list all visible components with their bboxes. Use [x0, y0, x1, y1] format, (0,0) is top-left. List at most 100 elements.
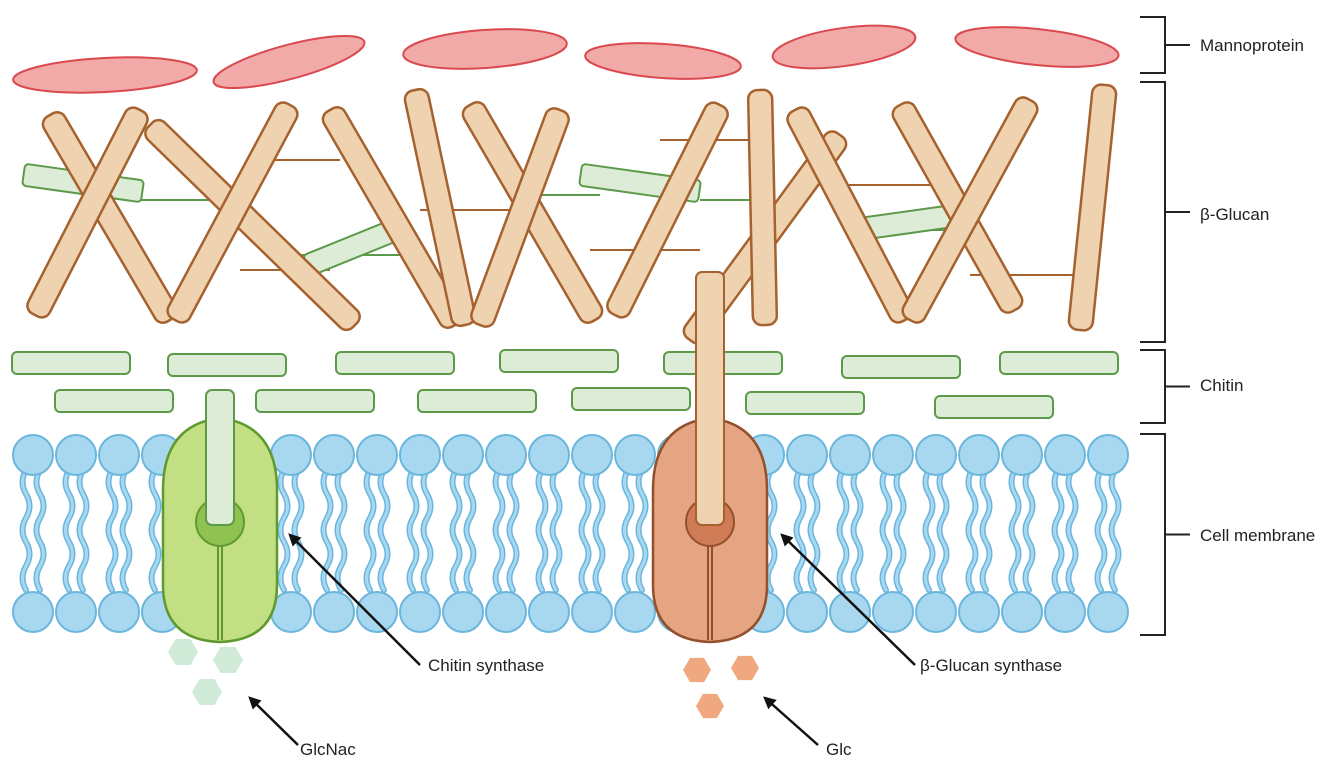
lipid-head-top — [959, 435, 999, 475]
phospholipid-pair — [56, 435, 96, 632]
lipid-head-bottom — [615, 592, 655, 632]
lipid-head-top — [787, 435, 827, 475]
chitin-bar — [572, 388, 690, 410]
label-beta-glucan-synthase: β-Glucan synthase — [920, 656, 1062, 675]
glcnac-monomer — [213, 647, 243, 673]
phospholipid-pair — [314, 435, 354, 632]
lipid-head-bottom — [443, 592, 483, 632]
lipid-head-top — [1002, 435, 1042, 475]
lipid-head-top — [830, 435, 870, 475]
lipid-head-bottom — [916, 592, 956, 632]
lipid-head-top — [314, 435, 354, 475]
phospholipid-pair — [443, 435, 483, 632]
phospholipid-pair — [529, 435, 569, 632]
lipid-head-bottom — [357, 592, 397, 632]
lipid-head-top — [271, 435, 311, 475]
lipid-head-bottom — [56, 592, 96, 632]
phospholipid-pair — [400, 435, 440, 632]
lipid-head-bottom — [529, 592, 569, 632]
glucan-synthase — [653, 272, 767, 642]
mannoprotein — [12, 53, 198, 97]
chitin-bar — [500, 350, 618, 372]
chitin-bar — [336, 352, 454, 374]
phospholipid-pair — [1002, 435, 1042, 632]
chitin-bar — [935, 396, 1053, 418]
lipid-head-top — [13, 435, 53, 475]
lipid-head-top — [1045, 435, 1085, 475]
lipid-head-bottom — [1045, 592, 1085, 632]
lipid-head-top — [572, 435, 612, 475]
glucan-synthase-product-strand — [696, 272, 724, 525]
label-beta-glucan: β-Glucan — [1200, 205, 1269, 224]
phospholipid-pair — [916, 435, 956, 632]
lipid-head-bottom — [99, 592, 139, 632]
lipid-head-bottom — [873, 592, 913, 632]
glucan-fibre — [24, 105, 150, 321]
phospholipid-pair — [1045, 435, 1085, 632]
lipid-head-bottom — [400, 592, 440, 632]
glcnac-monomer — [192, 679, 222, 705]
beta-glucan-layer — [22, 84, 1117, 347]
glcnac-arrow — [250, 698, 298, 745]
phospholipid-pair — [959, 435, 999, 632]
lipid-head-bottom — [314, 592, 354, 632]
bracket-layer — [1140, 17, 1190, 635]
chitin-bar — [1000, 352, 1118, 374]
lipid-head-top — [1088, 435, 1128, 475]
cell-membrane-bracket — [1140, 434, 1190, 635]
chitin-bar — [842, 356, 960, 378]
lipid-head-top — [357, 435, 397, 475]
label-mannoprotein: Mannoprotein — [1200, 36, 1304, 55]
lipid-head-bottom — [959, 592, 999, 632]
lipid-head-top — [99, 435, 139, 475]
label-cell-membrane: Cell membrane — [1200, 526, 1315, 545]
glc-monomer — [683, 658, 711, 682]
chitin-bar — [168, 354, 286, 376]
phospholipid-pair — [787, 435, 827, 632]
lipid-head-top — [443, 435, 483, 475]
mannoprotein-bracket — [1140, 17, 1190, 73]
chitin-layer — [12, 350, 1118, 418]
label-chitin-synthase: Chitin synthase — [428, 656, 544, 675]
label-glcnac: GlcNac — [300, 740, 356, 759]
lipid-head-top — [486, 435, 526, 475]
chitin-synthase — [163, 390, 277, 642]
mannoprotein — [402, 24, 568, 73]
chitin-bracket — [1140, 350, 1190, 423]
phospholipid-pair — [615, 435, 655, 632]
lipid-head-bottom — [13, 592, 53, 632]
mannoprotein — [770, 18, 918, 76]
chitin-bar — [55, 390, 173, 412]
lipid-head-bottom — [787, 592, 827, 632]
lipid-head-bottom — [830, 592, 870, 632]
chitin-synthase-arrow — [290, 535, 420, 665]
mannoprotein — [954, 21, 1121, 74]
lipid-head-top — [873, 435, 913, 475]
lipid-head-top — [56, 435, 96, 475]
phospholipid-pair — [13, 435, 53, 632]
phospholipid-pair — [99, 435, 139, 632]
lipid-head-top — [400, 435, 440, 475]
chitin-bar — [256, 390, 374, 412]
mannoprotein-layer — [12, 18, 1120, 98]
glucan-fibre — [164, 99, 300, 325]
beta-glucan-bracket — [1140, 82, 1190, 342]
phospholipid-pair — [357, 435, 397, 632]
lipid-head-bottom — [486, 592, 526, 632]
label-glc: Glc — [826, 740, 852, 759]
lipid-head-top — [529, 435, 569, 475]
lipid-head-bottom — [1002, 592, 1042, 632]
lipid-head-bottom — [1088, 592, 1128, 632]
glcnac-monomer — [168, 639, 198, 665]
phospholipid-pair — [873, 435, 913, 632]
glucan-fibre — [748, 90, 777, 326]
phospholipid-pair — [572, 435, 612, 632]
phospholipid-pair — [486, 435, 526, 632]
chitin-bar — [418, 390, 536, 412]
lipid-head-top — [615, 435, 655, 475]
glc-arrow — [765, 698, 818, 745]
mannoprotein — [209, 25, 368, 98]
lipid-head-top — [916, 435, 956, 475]
label-chitin: Chitin — [1200, 376, 1243, 395]
phospholipid-pair — [1088, 435, 1128, 632]
